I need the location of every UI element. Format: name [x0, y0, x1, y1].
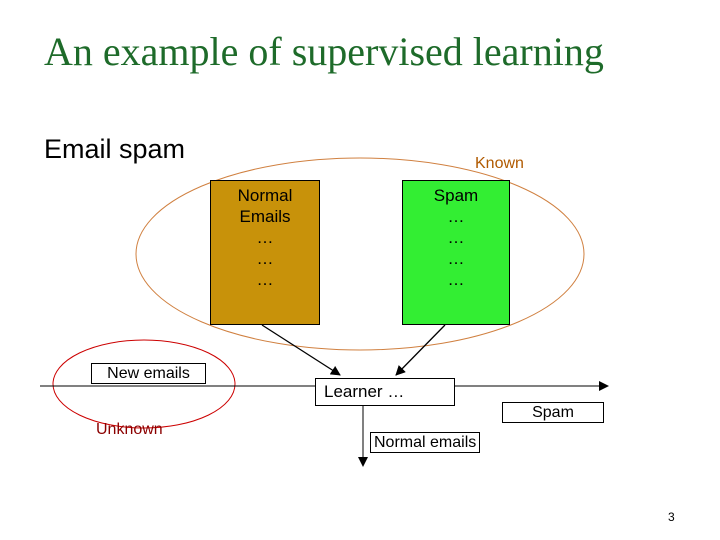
spam-output-label: Spam: [502, 402, 604, 423]
normal-box-line: …: [256, 249, 274, 268]
learner-box: Learner …: [315, 378, 455, 406]
new-emails-label: New emails: [91, 363, 206, 384]
page-number: 3: [668, 510, 675, 524]
unknown-ellipse: [52, 339, 236, 429]
spam-box-line: …: [447, 207, 465, 226]
normal-box-line: Normal: [237, 186, 293, 205]
section-heading: Email spam: [44, 134, 186, 164]
page-title: An example of supervised learning: [44, 29, 604, 74]
normal-box-line: …: [256, 228, 274, 247]
spam-box-line: …: [447, 249, 465, 268]
spam-box-line: …: [447, 228, 465, 247]
normal-box-line: Emails: [239, 207, 291, 226]
normal-emails-box: Normal Emails … … …: [210, 180, 320, 325]
known-label: Known: [475, 155, 524, 172]
normal-box-line: …: [256, 270, 274, 289]
spam-box-line: …: [447, 270, 465, 289]
normal-output-label: Normal emails: [370, 432, 481, 453]
arrow-spam-box-to-learner: [395, 324, 446, 376]
unknown-label: Unknown: [96, 421, 163, 438]
spam-emails-box: Spam … … … …: [402, 180, 510, 325]
spam-box-line: Spam: [433, 186, 479, 205]
arrow-normal-box-to-learner: [261, 324, 341, 376]
known-ellipse: [135, 157, 585, 351]
